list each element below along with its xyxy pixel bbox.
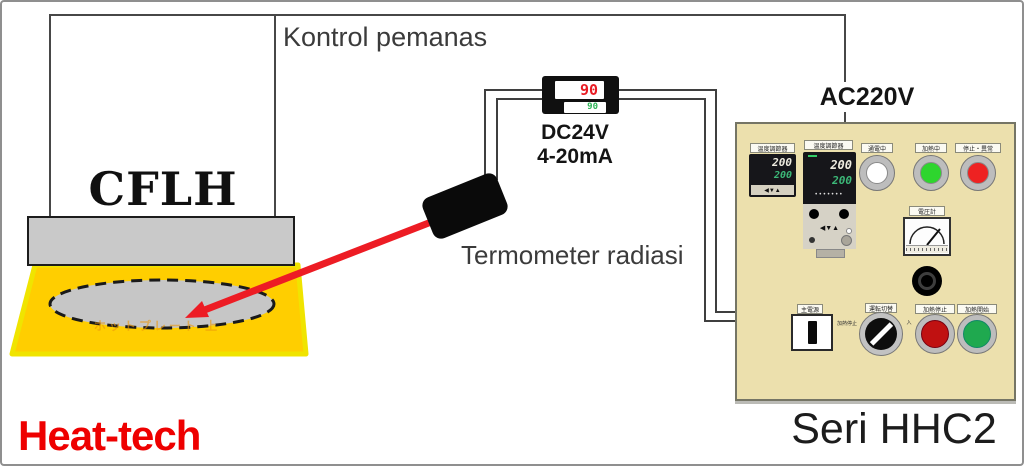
main-power-switch[interactable] — [791, 314, 833, 351]
stop-button-label: 加熱停止 — [915, 304, 955, 314]
heater-outline-left — [49, 14, 846, 217]
selector-left-caption: 加熱停止 — [836, 321, 857, 327]
lamp-green-label: 加熱中 — [915, 143, 947, 153]
pilot-lamp-red — [960, 155, 996, 191]
controller2-small-knob — [809, 237, 815, 243]
pilot-lamp-white — [859, 155, 895, 191]
dc-power-label: DC24V 4-20mA — [525, 121, 625, 169]
heater-model-label: CFLH — [88, 162, 238, 216]
inline-signal-display: 90 90 — [542, 76, 619, 114]
display-green-readout: 90 — [564, 102, 606, 113]
measurement-spot — [48, 278, 276, 330]
start-button[interactable] — [957, 314, 997, 354]
selector-right-caption: 入 — [906, 320, 912, 326]
controller2-button-row[interactable]: ••••••• — [815, 192, 844, 198]
voltmeter — [903, 217, 951, 256]
lamp-red-label: 停止・異常 — [955, 143, 1001, 153]
heater-control-label: Kontrol pemanas — [283, 22, 488, 52]
stop-button[interactable] — [915, 314, 955, 354]
controller1-pv: 200 — [772, 156, 792, 169]
heater-base — [27, 216, 295, 266]
start-button-label: 加熱開始 — [957, 304, 997, 314]
lamp-white-label: 通電中 — [861, 143, 893, 153]
controller2-indicator-dot — [846, 228, 852, 234]
display-red-readout: 90 — [555, 81, 604, 99]
controller1-sv: 200 — [773, 170, 792, 181]
controller2-base-tab — [816, 249, 845, 258]
controller2-terminal-right — [839, 209, 849, 219]
controller2-keypad[interactable]: ◀▼▲ — [819, 225, 840, 232]
ac-power-label: AC220V — [792, 83, 942, 112]
controller1-keypad[interactable]: ◀▼▲ — [751, 185, 794, 195]
voltmeter-label: 電圧計 — [909, 206, 945, 216]
mode-selector-knob[interactable] — [859, 312, 903, 356]
temperature-controller-1: 200 200 ◀▼▲ — [749, 154, 796, 197]
controller2-terminal-left — [809, 209, 819, 219]
wire-thermometer-inner — [496, 98, 542, 180]
ir-beam — [200, 208, 459, 315]
dc-voltage: DC24V — [541, 121, 609, 144]
dc-current-range: 4-20mA — [537, 145, 613, 168]
series-name-label: Seri HHC2 — [791, 405, 997, 453]
controller2-pv: 200 — [830, 158, 852, 172]
pilot-lamp-green — [913, 155, 949, 191]
controller2-lower-section: ◀▼▲ — [803, 204, 856, 249]
temperature-controller-2: 200 200 ••••••• ◀▼▲ — [803, 152, 856, 258]
control-panel: 温度調節器 200 200 ◀▼▲ 温度調節器 200 200 ••••••• … — [735, 122, 1016, 401]
wire-panel-inner — [619, 98, 735, 322]
voltmeter-dial — [909, 226, 945, 246]
fuse-holder[interactable] — [912, 266, 942, 296]
main-switch-label: 主電源 — [797, 304, 823, 314]
controller2-status-led — [808, 155, 817, 157]
radiation-thermometer — [422, 173, 508, 239]
voltmeter-scale — [906, 245, 948, 253]
wire-thermometer-outer — [484, 89, 542, 185]
controller2-sv: 200 — [832, 174, 852, 187]
controller2-screw — [841, 235, 852, 246]
controller1-nameplate: 温度調節器 — [750, 143, 795, 153]
thermometer-label: Termometer radiasi — [461, 240, 684, 270]
pad-caption: ホットプレート 上 — [93, 319, 221, 333]
wire-panel-outer — [619, 89, 735, 313]
brand-logo: Heat-tech — [18, 412, 201, 459]
controller2-nameplate: 温度調節器 — [804, 140, 853, 150]
ir-beam-arrowhead — [185, 301, 209, 318]
